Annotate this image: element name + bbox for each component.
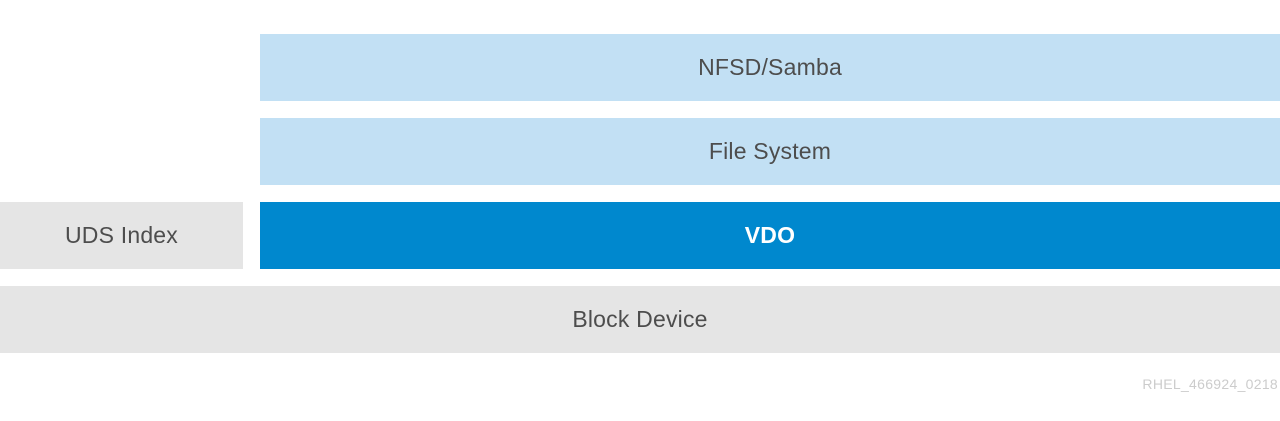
layer-label: Block Device bbox=[572, 306, 708, 332]
layer-label: File System bbox=[708, 138, 832, 164]
layer-uds-index: UDS Index bbox=[0, 202, 243, 269]
layer-vdo: VDO bbox=[260, 202, 1280, 269]
layer-label: NFSD/Samba bbox=[698, 54, 842, 80]
layer-label: UDS Index bbox=[64, 222, 178, 248]
layer-label: VDO bbox=[744, 222, 796, 248]
figure-id-caption: RHEL_466924_0218 bbox=[1142, 376, 1278, 392]
layer-block-device: Block Device bbox=[0, 286, 1280, 353]
layer-file-system: File System bbox=[260, 118, 1280, 185]
layer-nfsd-samba: NFSD/Samba bbox=[260, 34, 1280, 101]
